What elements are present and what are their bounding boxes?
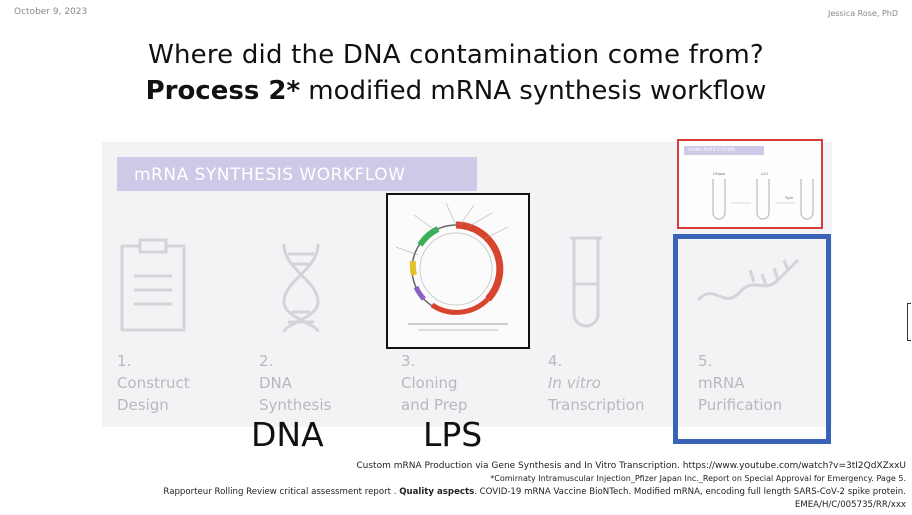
- dna-annotation: DNA: [251, 415, 324, 454]
- plasmid-map-icon: [395, 202, 509, 331]
- step-label: Transcription: [548, 396, 645, 414]
- workflow-header-text: mRNA SYNTHESIS WORKFLOW: [134, 165, 406, 185]
- step-cloning-prep: 3. Cloning and Prep: [401, 350, 467, 416]
- inset-tag: mRNA PURIFICATION: [684, 146, 764, 155]
- lps-annotation: LPS: [423, 415, 483, 454]
- title-bold-part: Process 2*: [145, 76, 301, 106]
- inset-label-spin: Spin: [785, 195, 793, 200]
- step-number: 4.: [548, 352, 563, 370]
- step-label: mRNA: [698, 374, 745, 392]
- step-number: 2.: [259, 352, 274, 370]
- purification-tubes-icon: DNase LiCl Spin: [712, 171, 814, 220]
- slide-author: Jessica Rose, PhD: [827, 9, 898, 18]
- test-tube-icon: [570, 236, 602, 328]
- mrna-strand-icon: [696, 258, 800, 302]
- step-dna-synthesis: 2. DNA Synthesis: [259, 350, 331, 416]
- clipboard-icon: [120, 238, 186, 332]
- dna-helix-icon: [282, 243, 320, 333]
- step-label: Design: [117, 396, 169, 414]
- reference-3-post: . COVID-19 mRNA Vaccine BioNTech. Modifi…: [474, 487, 906, 497]
- slide-date: October 9, 2023: [14, 7, 88, 17]
- step-label: and Prep: [401, 396, 468, 414]
- purification-highlight-box: [673, 234, 831, 444]
- reference-2: *Comirnaty Intramuscular Injection_Pfize…: [490, 474, 906, 483]
- reference-4: EMEA/H/C/005735/RR/xxx: [794, 500, 906, 510]
- reference-3-bold: Quality aspects: [399, 487, 475, 497]
- step-number: 3.: [401, 352, 416, 370]
- slide-title-line2: Process 2* modified mRNA synthesis workf…: [0, 76, 912, 106]
- slide-title-line1: Where did the DNA contamination come fro…: [148, 40, 764, 70]
- step-label: DNA: [259, 374, 293, 392]
- step-label: In vitro: [548, 374, 601, 392]
- step-construct-design: 1. Construct Design: [117, 350, 190, 416]
- step-mrna-purification: 5. mRNA Purification: [698, 350, 782, 416]
- reference-3-pre: Rapporteur Rolling Review critical asses…: [163, 487, 400, 497]
- plasmid-map-box: [386, 193, 530, 349]
- reference-1: Custom mRNA Production via Gene Synthesi…: [356, 461, 906, 471]
- inset-label-dnase: DNase: [713, 171, 726, 176]
- edge-bracket: [907, 303, 911, 341]
- step-number: 5.: [698, 352, 713, 370]
- step-label: Synthesis: [259, 396, 332, 414]
- inset-label-licl: LiCl: [761, 171, 768, 176]
- step-label: Cloning: [401, 374, 458, 392]
- reference-3: Rapporteur Rolling Review critical asses…: [163, 487, 906, 497]
- title-rest-part: modified mRNA synthesis workflow: [300, 76, 767, 106]
- purification-inset-box: mRNA PURIFICATION DNase LiCl Spin: [677, 139, 823, 229]
- step-in-vitro-transcription: 4. In vitro Transcription: [548, 350, 644, 416]
- step-number: 1.: [117, 352, 132, 370]
- step-label: Construct: [117, 374, 190, 392]
- inset-tag-text: mRNA PURIFICATION: [688, 148, 735, 153]
- step-label: Purification: [698, 396, 783, 414]
- workflow-header: mRNA SYNTHESIS WORKFLOW: [117, 157, 477, 191]
